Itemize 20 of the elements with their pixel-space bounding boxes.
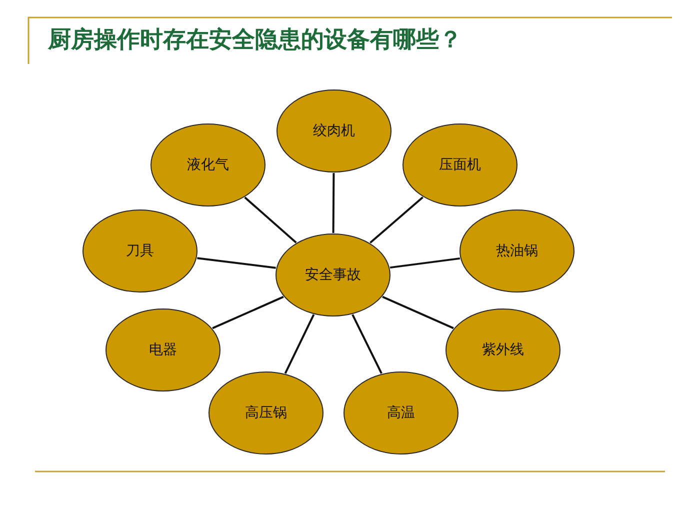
- connector-line: [284, 314, 315, 374]
- connector-line: [244, 196, 297, 244]
- ellipse-node: 紫外线: [445, 308, 561, 392]
- ellipse-node: 热油锅: [459, 209, 575, 293]
- ellipse-node: 高压锅: [208, 371, 324, 455]
- connector-line: [352, 314, 382, 374]
- ellipse-node: 高温: [343, 371, 459, 455]
- ellipse-node: 安全事故: [275, 233, 391, 317]
- connector-line: [390, 257, 460, 269]
- connector-line: [382, 296, 454, 330]
- ellipse-node: 刀具: [82, 209, 198, 293]
- connector-line: [212, 296, 284, 330]
- ellipse-node: 液化气: [150, 123, 266, 207]
- connector-line: [197, 257, 276, 269]
- ellipse-node: 电器: [105, 308, 221, 392]
- ellipse-node: 压面机: [402, 123, 518, 207]
- title: 厨房操作时存在安全隐患的设备有哪些？: [48, 26, 462, 55]
- connector-line: [332, 173, 335, 233]
- connector-line: [370, 196, 424, 244]
- ellipse-node: 绞肉机: [276, 89, 392, 173]
